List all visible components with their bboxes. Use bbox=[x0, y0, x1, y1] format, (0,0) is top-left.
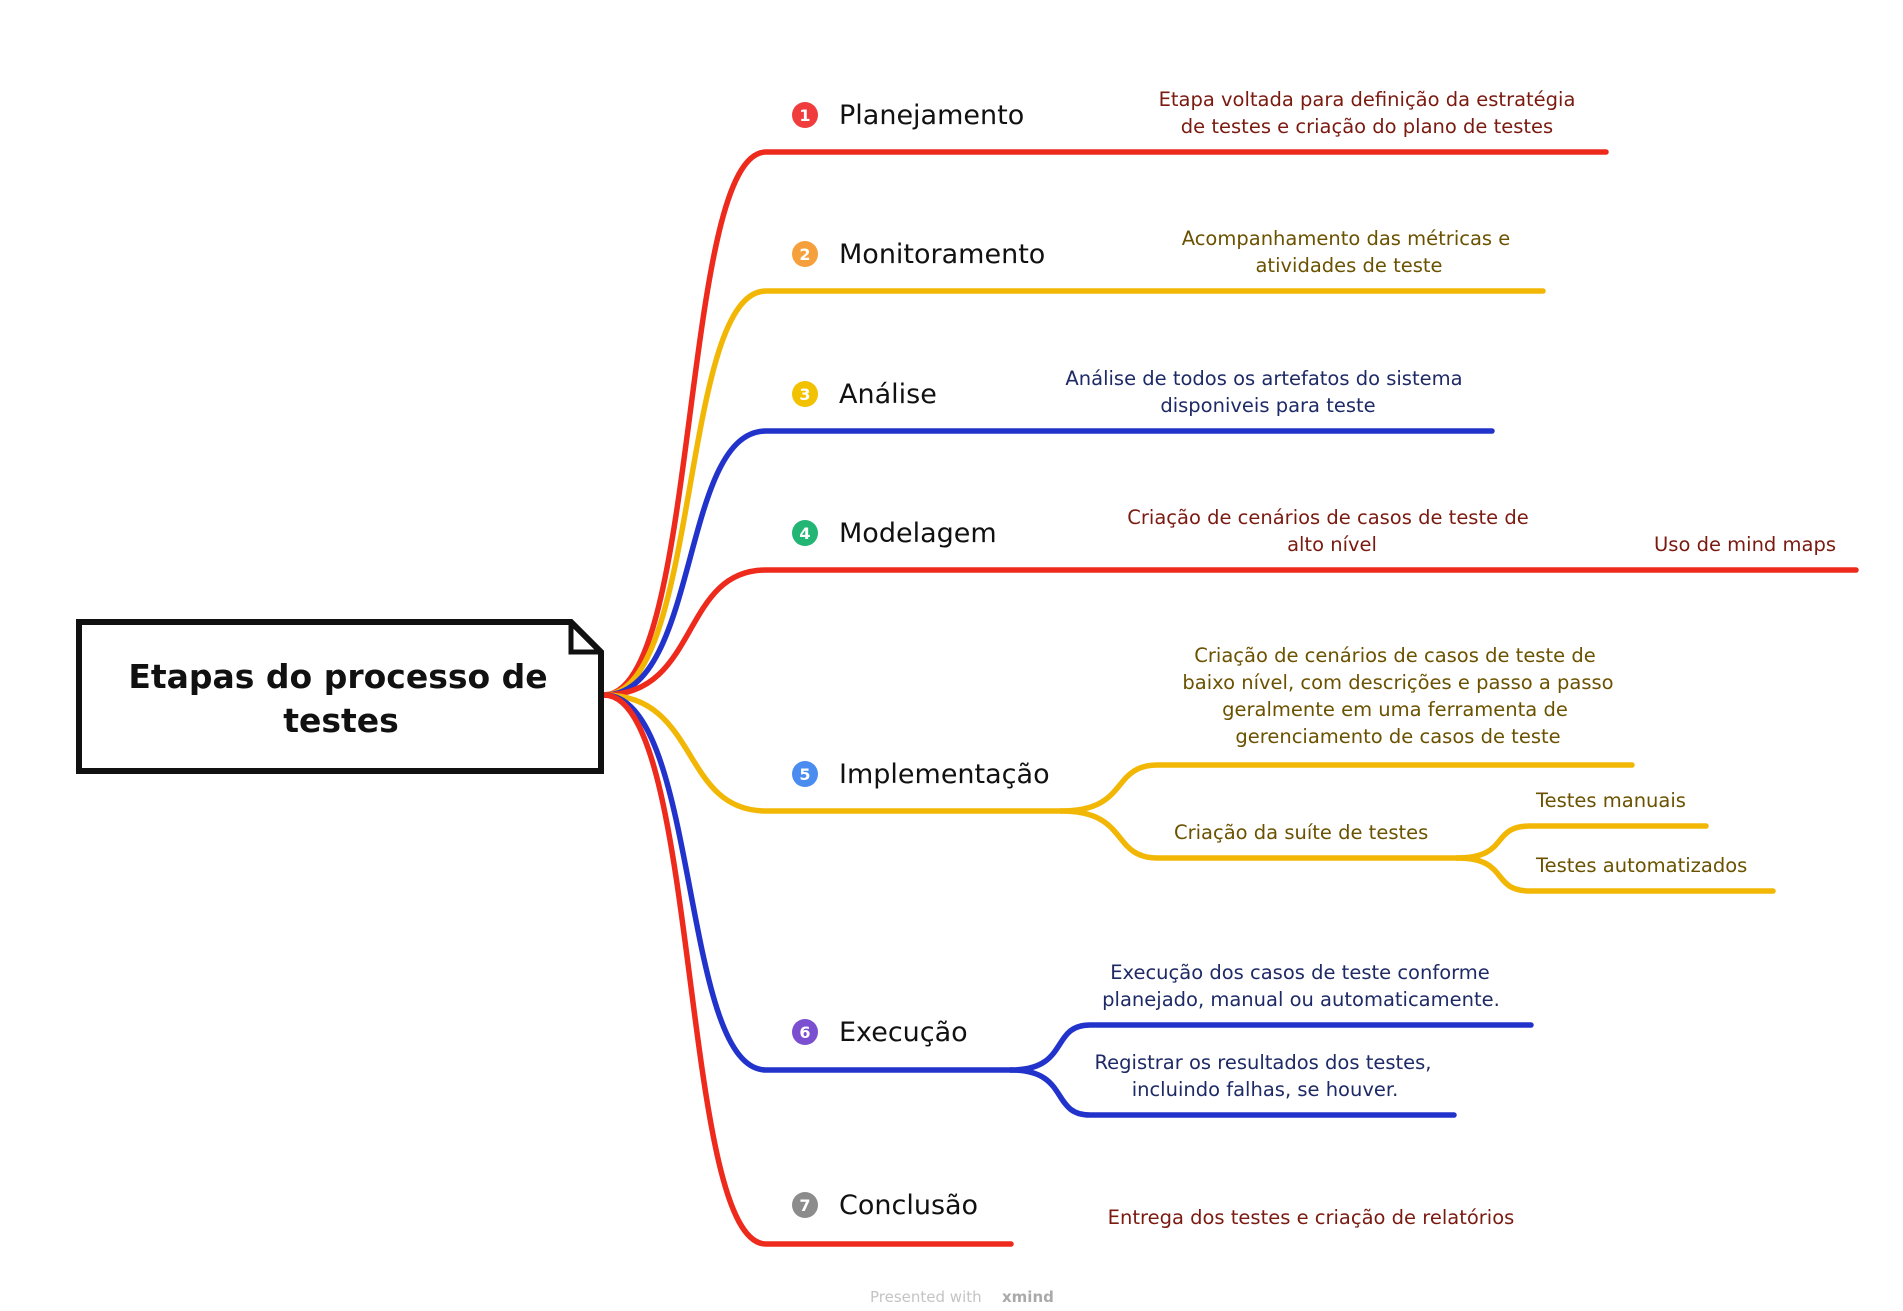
branch-line-topic-5 bbox=[601, 692, 1064, 814]
subtopic-criacao-da-suite[interactable]: Criação da suíte de testes bbox=[1174, 821, 1428, 844]
subtopic-modelagem-1[interactable]: Criação de cenários de casos de teste de… bbox=[1127, 506, 1528, 556]
number-badge bbox=[792, 1019, 818, 1045]
topic-modelagem[interactable]: 4 Modelagem bbox=[792, 518, 997, 549]
branch-line-topic-1 bbox=[601, 149, 1609, 698]
subtopic-line-1: Acompanhamento das métricas e bbox=[1182, 227, 1511, 250]
subtopic-line-1: Uso de mind maps bbox=[1654, 533, 1836, 556]
subtopic-line-1: Criação de cenários de casos de teste de bbox=[1127, 506, 1528, 529]
subtopic-line-1: Execução dos casos de teste conforme bbox=[1110, 961, 1490, 984]
topic-label: Planejamento bbox=[839, 100, 1024, 131]
topic-execucao[interactable]: 6 Execução bbox=[792, 1017, 968, 1048]
number-badge bbox=[792, 241, 818, 267]
branch-line-testes-manuais bbox=[1454, 823, 1709, 861]
subtopic-line-2: de testes e criação do plano de testes bbox=[1181, 115, 1553, 138]
branch-line-topic-7 bbox=[601, 692, 1014, 1247]
branch-line-criacao-da-suite bbox=[1058, 808, 1460, 861]
topic-label: Monitoramento bbox=[839, 239, 1045, 270]
footer-text: Presented with bbox=[870, 1288, 982, 1306]
subtopic-analise-1[interactable]: Análise de todos os artefatos do sistema… bbox=[1065, 367, 1462, 417]
subtopic-uso-de-mind-maps[interactable]: Uso de mind maps bbox=[1654, 533, 1836, 556]
topic-label: Conclusão bbox=[839, 1190, 978, 1221]
branch-lines bbox=[601, 149, 1859, 1247]
branch-line-execucao-1 bbox=[1008, 1022, 1534, 1073]
number-text: 2 bbox=[799, 245, 810, 264]
folded-corner-icon bbox=[568, 622, 601, 655]
subtopic-testes-automatizados[interactable]: Testes automatizados bbox=[1535, 854, 1747, 877]
branch-line-testes-automatizados bbox=[1454, 855, 1776, 894]
topic-label: Modelagem bbox=[839, 518, 997, 549]
number-text: 1 bbox=[799, 106, 810, 125]
number-text: 3 bbox=[799, 385, 810, 404]
topic-analise[interactable]: 3 Análise bbox=[792, 379, 937, 410]
root-topic[interactable]: Etapas do processo de testes bbox=[76, 619, 604, 774]
subtopic-line-2: atividades de teste bbox=[1255, 254, 1442, 277]
subtopic-line-1: Entrega dos testes e criação de relatóri… bbox=[1108, 1206, 1515, 1229]
number-text: 7 bbox=[799, 1196, 810, 1215]
subtopic-execucao-1[interactable]: Execução dos casos de teste conforme pla… bbox=[1102, 961, 1500, 1011]
subtopic-testes-manuais[interactable]: Testes manuais bbox=[1535, 789, 1686, 812]
number-badge bbox=[792, 520, 818, 546]
branch-line-topic-4 bbox=[601, 567, 1859, 698]
subtopic-line-1: Testes manuais bbox=[1535, 789, 1686, 812]
number-badge bbox=[792, 102, 818, 128]
subtopic-execucao-2[interactable]: Registrar os resultados dos testes, incl… bbox=[1095, 1051, 1432, 1101]
branch-line-implementacao-1 bbox=[1058, 762, 1635, 814]
subtopic-conclusao-1[interactable]: Entrega dos testes e criação de relatóri… bbox=[1108, 1206, 1515, 1229]
subtopic-line-4: gerenciamento de casos de teste bbox=[1235, 725, 1560, 748]
branch-line-topic-3 bbox=[601, 428, 1495, 698]
number-text: 6 bbox=[799, 1023, 810, 1042]
root-box bbox=[76, 619, 604, 774]
subtopic-line-1: Análise de todos os artefatos do sistema bbox=[1065, 367, 1462, 390]
topic-label: Implementação bbox=[839, 759, 1050, 790]
number-text: 4 bbox=[799, 524, 810, 543]
subtopic-line-2: baixo nível, com descrições e passo a pa… bbox=[1182, 671, 1613, 694]
xmind-logo: xmind bbox=[1002, 1288, 1054, 1306]
subtopic-line-2: planejado, manual ou automaticamente. bbox=[1102, 988, 1500, 1011]
subtopic-monitoramento-1[interactable]: Acompanhamento das métricas e atividades… bbox=[1182, 227, 1511, 277]
subtopic-line-2: alto nível bbox=[1287, 533, 1377, 556]
topic-conclusao[interactable]: 7 Conclusão bbox=[792, 1190, 978, 1221]
branch-line-topic-2 bbox=[601, 288, 1546, 698]
root-title-line-1: Etapas do processo de bbox=[128, 657, 547, 696]
subtopic-line-1: Criação da suíte de testes bbox=[1174, 821, 1428, 844]
topic-monitoramento[interactable]: 2 Monitoramento bbox=[792, 239, 1045, 270]
subtopic-line-2: incluindo falhas, se houver. bbox=[1132, 1078, 1399, 1101]
number-text: 5 bbox=[799, 765, 810, 784]
number-badge bbox=[792, 761, 818, 787]
subtopic-line-1: Testes automatizados bbox=[1535, 854, 1747, 877]
branch-line-execucao-2 bbox=[1008, 1067, 1457, 1118]
number-badge bbox=[792, 381, 818, 407]
footer: Presented with xmind bbox=[870, 1288, 1054, 1306]
subtopic-line-3: geralmente em uma ferramenta de bbox=[1222, 698, 1568, 721]
topic-implementacao[interactable]: 5 Implementação bbox=[792, 759, 1050, 790]
branch-line-topic-6 bbox=[601, 692, 1014, 1073]
subtopic-line-1: Criação de cenários de casos de teste de bbox=[1194, 644, 1595, 667]
subtopic-line-2: disponiveis para teste bbox=[1160, 394, 1375, 417]
subtopic-planejamento-1[interactable]: Etapa voltada para definição da estratég… bbox=[1159, 88, 1576, 138]
topic-label: Análise bbox=[839, 379, 937, 410]
topic-label: Execução bbox=[839, 1017, 968, 1048]
root-title-line-2: testes bbox=[283, 701, 399, 740]
subtopic-line-1: Etapa voltada para definição da estratég… bbox=[1159, 88, 1576, 111]
subtopic-implementacao-1[interactable]: Criação de cenários de casos de teste de… bbox=[1182, 644, 1613, 748]
subtopic-line-1: Registrar os resultados dos testes, bbox=[1095, 1051, 1432, 1074]
number-badge bbox=[792, 1192, 818, 1218]
topic-planejamento[interactable]: 1 Planejamento bbox=[792, 100, 1024, 131]
